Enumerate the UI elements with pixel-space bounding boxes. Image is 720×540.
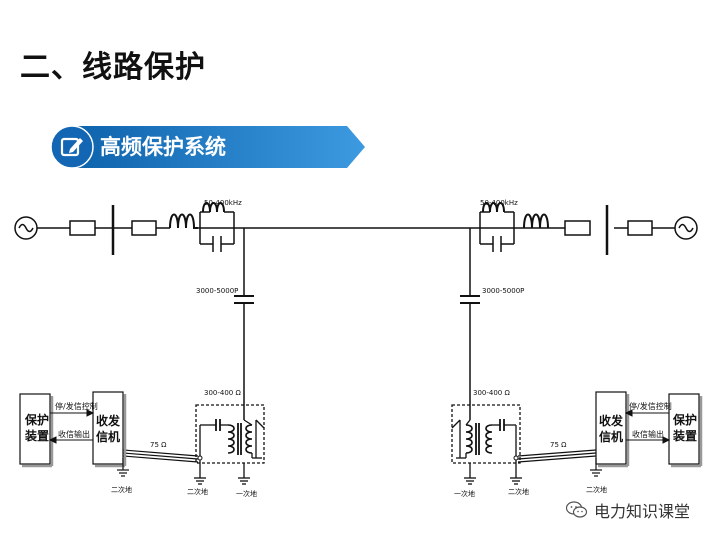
watermark-text: 电力知识课堂 bbox=[594, 502, 691, 521]
protection-device-right-l2: 装置 bbox=[672, 428, 697, 443]
secondary-ground-label-1: 二次地 bbox=[111, 485, 132, 494]
section-banner bbox=[50, 125, 365, 169]
trap-freq-label-left: 50-400kHz bbox=[204, 199, 242, 207]
transceiver-left-l1: 收发 bbox=[96, 413, 121, 428]
coupling-cap-label-left: 3000-5000P bbox=[196, 287, 238, 295]
transceiver-left-l2: 信机 bbox=[96, 429, 120, 444]
page-title: 二、线路保护 bbox=[20, 50, 206, 85]
watermark: 电力知识课堂 bbox=[566, 498, 690, 522]
primary-ground-label-2: 一次地 bbox=[454, 489, 475, 498]
impedance-label-right: 300-400 Ω bbox=[473, 389, 510, 397]
transceiver-right-l1: 收发 bbox=[599, 413, 624, 428]
stop-send-control-left: 停/发信控制 bbox=[55, 401, 98, 411]
cable-impedance-label-right: 75 Ω bbox=[550, 441, 567, 449]
protection-device-left-l2: 装置 bbox=[24, 428, 49, 443]
transceiver-right-l2: 信机 bbox=[599, 429, 623, 444]
receive-output-left: 收信输出 bbox=[58, 429, 90, 439]
section-title: 高频保护系统 bbox=[100, 135, 226, 159]
secondary-ground-label-2: 二次地 bbox=[187, 487, 208, 496]
secondary-ground-label-3: 二次地 bbox=[508, 487, 529, 496]
stop-send-control-right: 停/发信控制 bbox=[629, 401, 672, 411]
trap-freq-label-right: 50-400kHz bbox=[480, 199, 518, 207]
impedance-label-left: 300-400 Ω bbox=[204, 389, 241, 397]
protection-device-left-l1: 保护 bbox=[24, 412, 49, 427]
coupling-cap-label-right: 3000-5000P bbox=[482, 287, 524, 295]
protection-device-right-l1: 保护 bbox=[672, 412, 697, 427]
cable-impedance-label-left: 75 Ω bbox=[150, 441, 167, 449]
ac-source-icon bbox=[14, 216, 698, 240]
primary-ground-label-1: 一次地 bbox=[236, 489, 257, 498]
receive-output-right: 收信输出 bbox=[632, 429, 664, 439]
secondary-ground-label-4: 二次地 bbox=[586, 485, 607, 494]
wechat-icon bbox=[566, 501, 588, 518]
edit-icon bbox=[60, 137, 83, 157]
